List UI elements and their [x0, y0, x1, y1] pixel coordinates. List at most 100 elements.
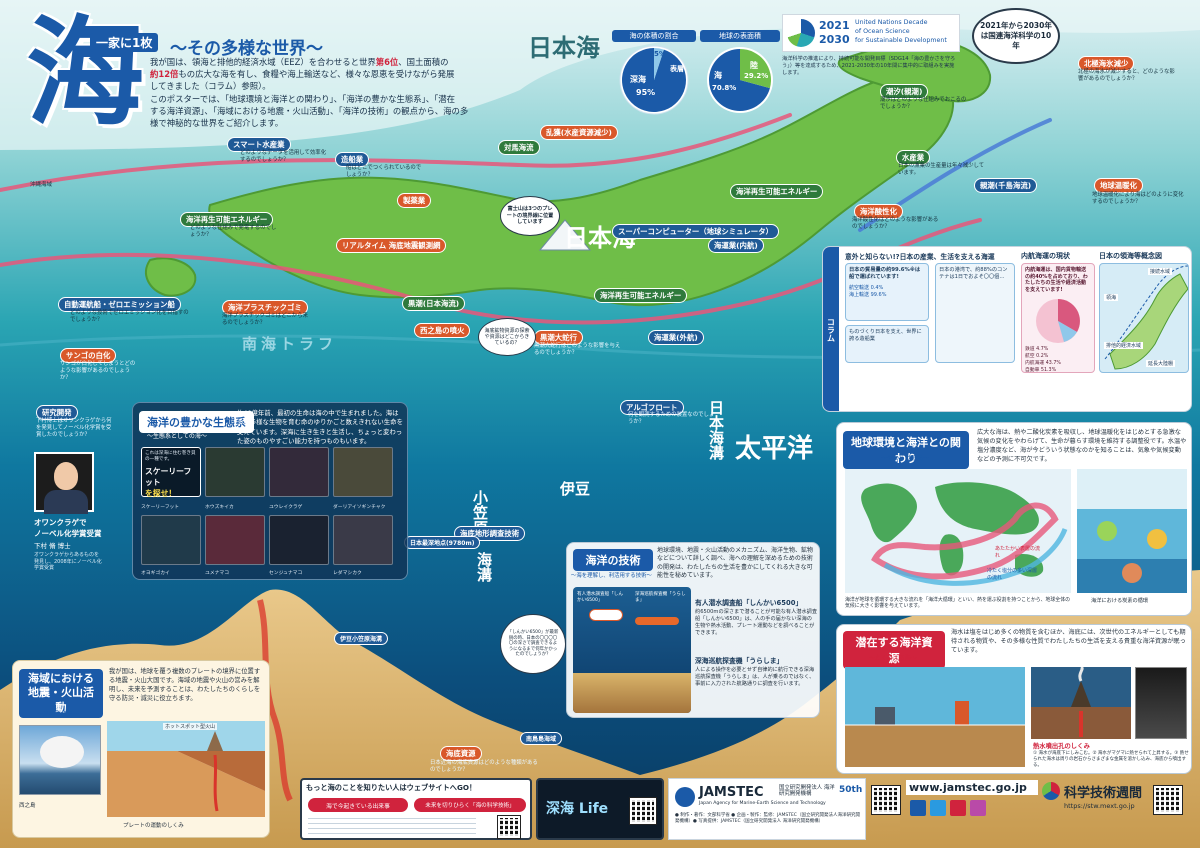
website-body-lines	[308, 818, 476, 836]
map-label-oyashio[interactable]: 親潮(千島海流)	[974, 178, 1038, 193]
un-decade-year-bottom: 2030	[819, 33, 850, 46]
researcher-suit	[44, 490, 88, 514]
surface-land-slice	[740, 49, 772, 89]
map-label-nishinoshima[interactable]: 西之島の噴火	[414, 323, 471, 338]
column-ship-share: 内航海運 43.7%	[1025, 361, 1061, 367]
stw-box: 科学技術週間 https://stw.mext.go.jp	[1042, 780, 1152, 836]
map-label-coral[interactable]: サンゴの白化	[60, 348, 117, 363]
website-link-1-text: 海で今起きている出来事	[326, 803, 390, 810]
poster-title: 海	[26, 3, 144, 142]
hydrothermal-mechanism-text: ① 海水が海底下にしみこむ。② 海水がマグマに熱せられて上昇する。③ 熱せられた…	[1033, 751, 1189, 768]
map-label-fishery[interactable]: 水産業	[896, 150, 931, 165]
sea-name-nankai-trough: 南海トラフ	[242, 335, 338, 353]
map-label-research[interactable]: 研究開発	[36, 405, 78, 420]
creature-photo-5[interactable]	[205, 515, 265, 565]
creature-photo-3[interactable]	[333, 447, 393, 497]
jamstec-qr-code[interactable]	[871, 785, 901, 815]
movie-box: 深海 Life	[536, 778, 664, 840]
resources-text: 海水は塩をはじめ多くの物質を含むほか、海底には、次世代のエネルギーとしても期待さ…	[951, 629, 1186, 654]
jamstec-url[interactable]: www.jamstec.go.jp	[906, 780, 1038, 795]
column-sea-share: 海上輸送 99.6%	[849, 291, 887, 298]
ecosystem-panel: 海洋の豊かな生態系 〜生態系としての海〜 約40億年前、最初の生命は海の中で生ま…	[132, 402, 408, 580]
intro-text: 我が国は、領海と排他的経済水域（EEZ）を合わせると世界第6位、国土面積の 約1…	[150, 56, 490, 129]
column-tag-text: コラム	[826, 318, 836, 342]
creature-photo-6[interactable]	[269, 515, 329, 565]
tech-question-bubble: 「しんかい6500」が最新鋭の時、日本の〇〇〇〇〇の深さで調査できるようになるま…	[500, 614, 566, 674]
map-label-shipbuilding[interactable]: 造船業	[335, 152, 370, 167]
map-label-ocean-resources[interactable]: 海底資源	[440, 746, 482, 761]
map-label-smart-fishery[interactable]: スマート水産業	[227, 137, 291, 152]
jamstec-anniversary: 50th	[839, 785, 863, 795]
tech-ship-label-1: 有人潜水調査船「しんかい6500」	[577, 592, 623, 603]
intro-highlight: 約12倍	[150, 69, 179, 80]
ecosystem-title: 海洋の豊かな生態系	[139, 411, 254, 433]
tech-title: 海洋の技術	[573, 549, 653, 571]
website-qr-code[interactable]	[497, 815, 521, 839]
intro-line: してきました（コラム）参照）。	[150, 81, 271, 92]
map-label-argo-float[interactable]: アルゴフロート	[620, 400, 684, 415]
map-label-shipping-domestic[interactable]: 海運業(内航)	[708, 238, 764, 253]
map-label-plastic[interactable]: 海洋プラスチックゴミ	[222, 300, 308, 315]
creature-caption-4: ダーリアイソギンチャク	[333, 505, 386, 510]
map-label-autonomous-ship[interactable]: 自動運航船・ゼロエミッション船	[58, 297, 181, 312]
tech-item-2: 深海巡航探査機「うらしま」 人による操作を必要とせず自律的に航行できる深海巡航探…	[695, 655, 817, 688]
tech-text: 地球環境、地震・火山活動のメカニズム、海洋生物、鉱物などについて詳しく調べ、海へ…	[657, 547, 814, 580]
volume-outer-value: 5%	[654, 50, 666, 58]
surface-sea-slice	[709, 49, 770, 111]
jamstec-name: JAMSTEC	[699, 785, 764, 800]
map-note-ocean-resources: 日本近海の海底資源はどのような種類があるのでしょうか？	[430, 760, 538, 774]
website-link-1[interactable]: 海で今起きている出来事	[308, 798, 408, 812]
column-air-share: 航空輸送 0.4%	[849, 284, 884, 291]
map-label-overfishing[interactable]: 乱獲(水産資源減少)	[540, 125, 618, 140]
sea-name-izu: 伊豆	[560, 480, 591, 498]
column-heading-2: 内航海運の現状	[1021, 252, 1070, 260]
map-label-sea-ice[interactable]: 北極海氷減少	[1078, 56, 1135, 71]
map-label-ocean-energy-left[interactable]: 海洋再生可能エネルギー	[180, 212, 274, 227]
map-label-shipping-international[interactable]: 海運業(外航)	[648, 330, 704, 345]
map-label-tsushima-current[interactable]: 対馬海流	[498, 140, 540, 155]
researcher-face	[54, 462, 78, 490]
map-label-global-warming[interactable]: 地球温暖化	[1094, 178, 1143, 193]
creature-photo-1[interactable]	[205, 447, 265, 497]
movie-qr-code[interactable]	[629, 797, 657, 825]
map-label-kuroshio[interactable]: 黒潮(日本海流)	[402, 296, 466, 311]
map-label-pharma[interactable]: 製薬業	[397, 193, 432, 208]
ecosystem-text: 約40億年前、最初の生命は海の中で生まれました。海は多様多様な生物を育む命のゆり…	[237, 409, 403, 445]
resources-panel: 潜在する海洋資源 〜たくわえる海〜 海水は塩をはじめ多くの物質を含むほか、海底に…	[836, 624, 1192, 774]
jamstec-url-box: www.jamstec.go.jp	[906, 780, 1038, 836]
map-label-acidification[interactable]: 海洋酸性化	[854, 204, 903, 219]
map-note-autonomous-ship: どのような技術でゼロエミッション化を目指すのでしょうか？	[70, 310, 189, 324]
map-label-black-current[interactable]: 黒潮大蛇行	[534, 330, 583, 345]
map-label-deepest-point[interactable]: 日本最深地点(9780m)	[404, 536, 481, 549]
tech-question-text: 「しんかい6500」が最新鋭の時、日本の〇〇〇〇〇の深さで調査できるようになるま…	[507, 630, 559, 658]
creature-caption-8: レダマシカク	[333, 571, 362, 576]
instagram-icon[interactable]	[970, 800, 986, 816]
un-decade-line1: United Nations Decade	[855, 19, 928, 26]
column-food-text: ものづくり日本を支え、世界に誇る造船業	[849, 329, 922, 342]
creature-photo-4[interactable]	[141, 515, 201, 565]
youtube-icon[interactable]	[950, 800, 966, 816]
website-link-2[interactable]: 未来を切りひらく「海の科学技術」	[414, 798, 526, 812]
nishinoshima-caption: 西之島	[19, 803, 36, 809]
map-label-minamitorishima[interactable]: 南鳥島海域	[520, 732, 563, 745]
territory-legend-1: 接続水域	[1148, 268, 1173, 275]
map-label-izu-ogasawara[interactable]: 伊豆小笠原海溝	[334, 632, 389, 645]
earthquake-title: 海域における 地震・火山活動	[19, 669, 103, 718]
map-label-realtime-seismic[interactable]: リアルタイム 海底地震観測網	[336, 238, 447, 253]
creature-photo-7[interactable]	[333, 515, 393, 565]
tech-ship-label-2: 深海巡航探査機「うらしま」	[635, 592, 686, 603]
creature-photo-2[interactable]	[269, 447, 329, 497]
map-label-ocean-energy-kuroshio[interactable]: 海洋再生可能エネルギー	[594, 288, 688, 303]
twitter-icon[interactable]	[930, 800, 946, 816]
map-label-ocean-energy-center[interactable]: 海洋再生可能エネルギー	[730, 184, 824, 199]
shell-callout-text: 海底鉱物資源の探索や資源はどこからきているの？	[484, 327, 530, 347]
stw-qr-code[interactable]	[1153, 785, 1183, 815]
stw-url[interactable]: https://stw.mext.go.jp	[1064, 802, 1135, 810]
intro-line: 、国土面積の	[398, 57, 449, 67]
fuji-callout-text: 富士山は3つのプレートの境界線に位置しています	[506, 206, 554, 226]
facebook-icon[interactable]	[910, 800, 926, 816]
fuji-callout: 富士山は3つのプレートの境界線に位置しています	[500, 196, 560, 236]
map-label-supercomputer[interactable]: スーパーコンピューター（地球シミュレータ）	[612, 224, 779, 239]
map-note-ocean-energy-left: どのような仕組みで発電するのでしょうか？	[190, 225, 277, 239]
map-label-tide[interactable]: 潮汐(親潮)	[880, 84, 929, 99]
